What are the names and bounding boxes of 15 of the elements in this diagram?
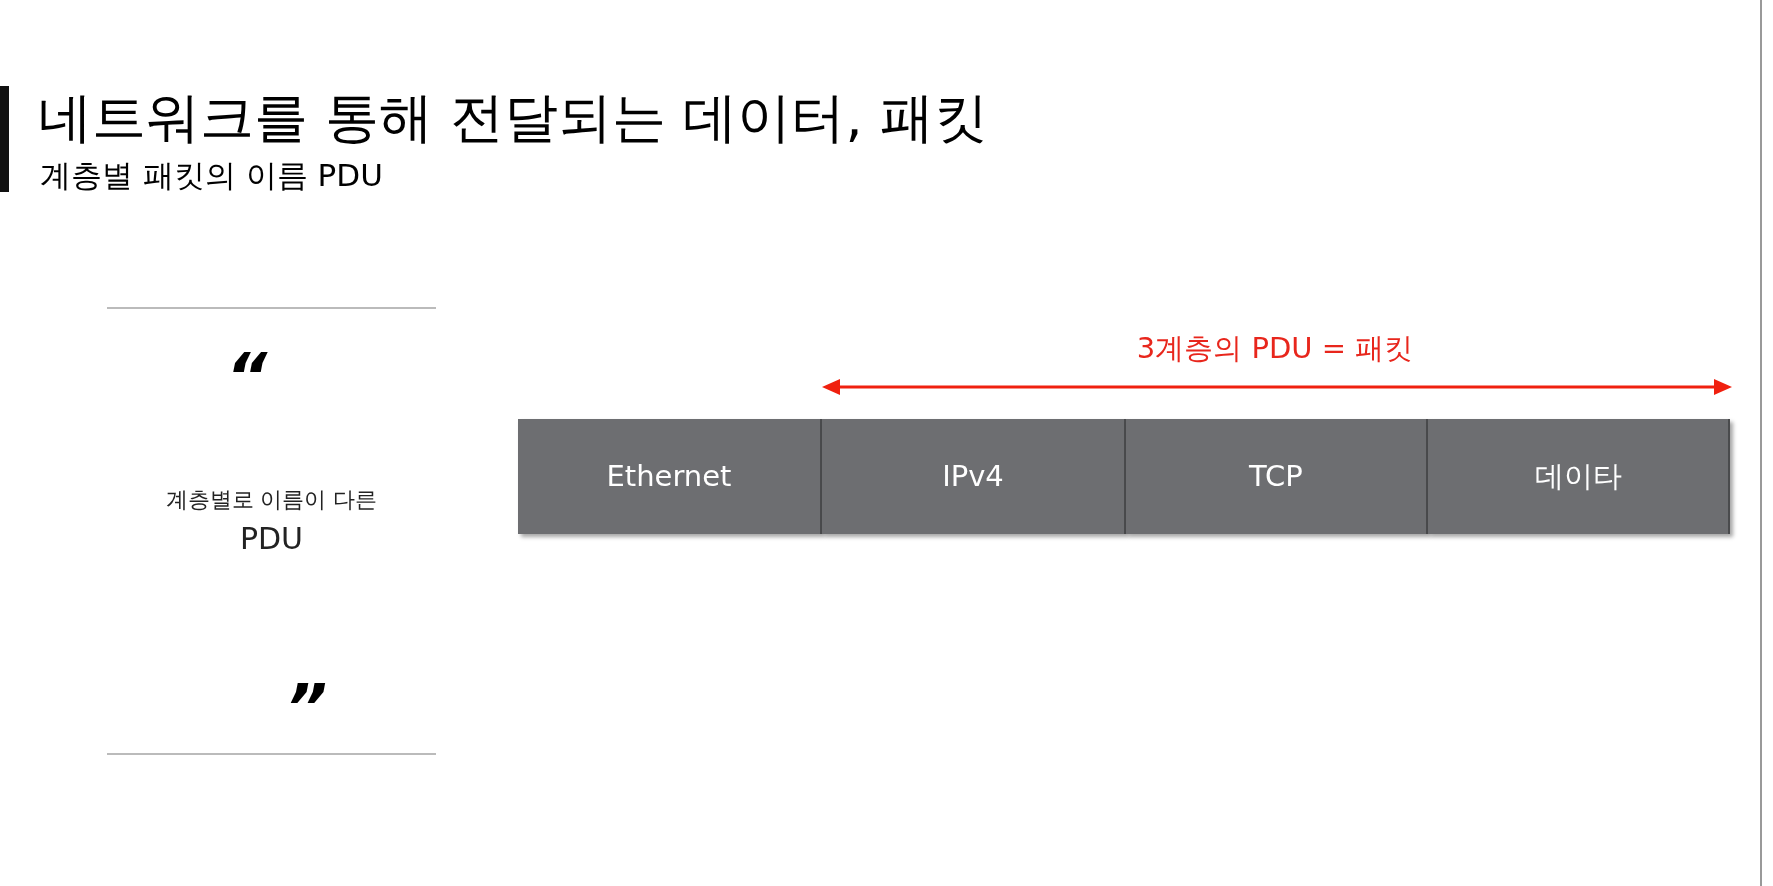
segment-label: IPv4 xyxy=(942,457,1004,495)
quote-text: PDU xyxy=(238,520,305,558)
dimension-label: 3계층의 PDU = 패킷 xyxy=(1135,330,1415,367)
quote-mark: “ xyxy=(226,345,268,409)
segment-label: TCP xyxy=(1249,457,1303,495)
packet-segment xyxy=(1126,419,1428,534)
segment-label: 데이타 xyxy=(1534,457,1622,495)
segment-label: Ethernet xyxy=(606,457,732,495)
packet-segment xyxy=(1428,419,1730,534)
quote-mark: ” xyxy=(286,676,328,740)
subtitle: 계층별 패킷의 이름 PDU xyxy=(40,156,383,195)
packet-segment xyxy=(518,419,822,534)
quote-text: 계층별로 이름이 다른 xyxy=(164,486,379,514)
title: 네트워크를 통해 전달되는 데이터, 패킷 xyxy=(38,85,988,151)
packet-segment xyxy=(822,419,1126,534)
